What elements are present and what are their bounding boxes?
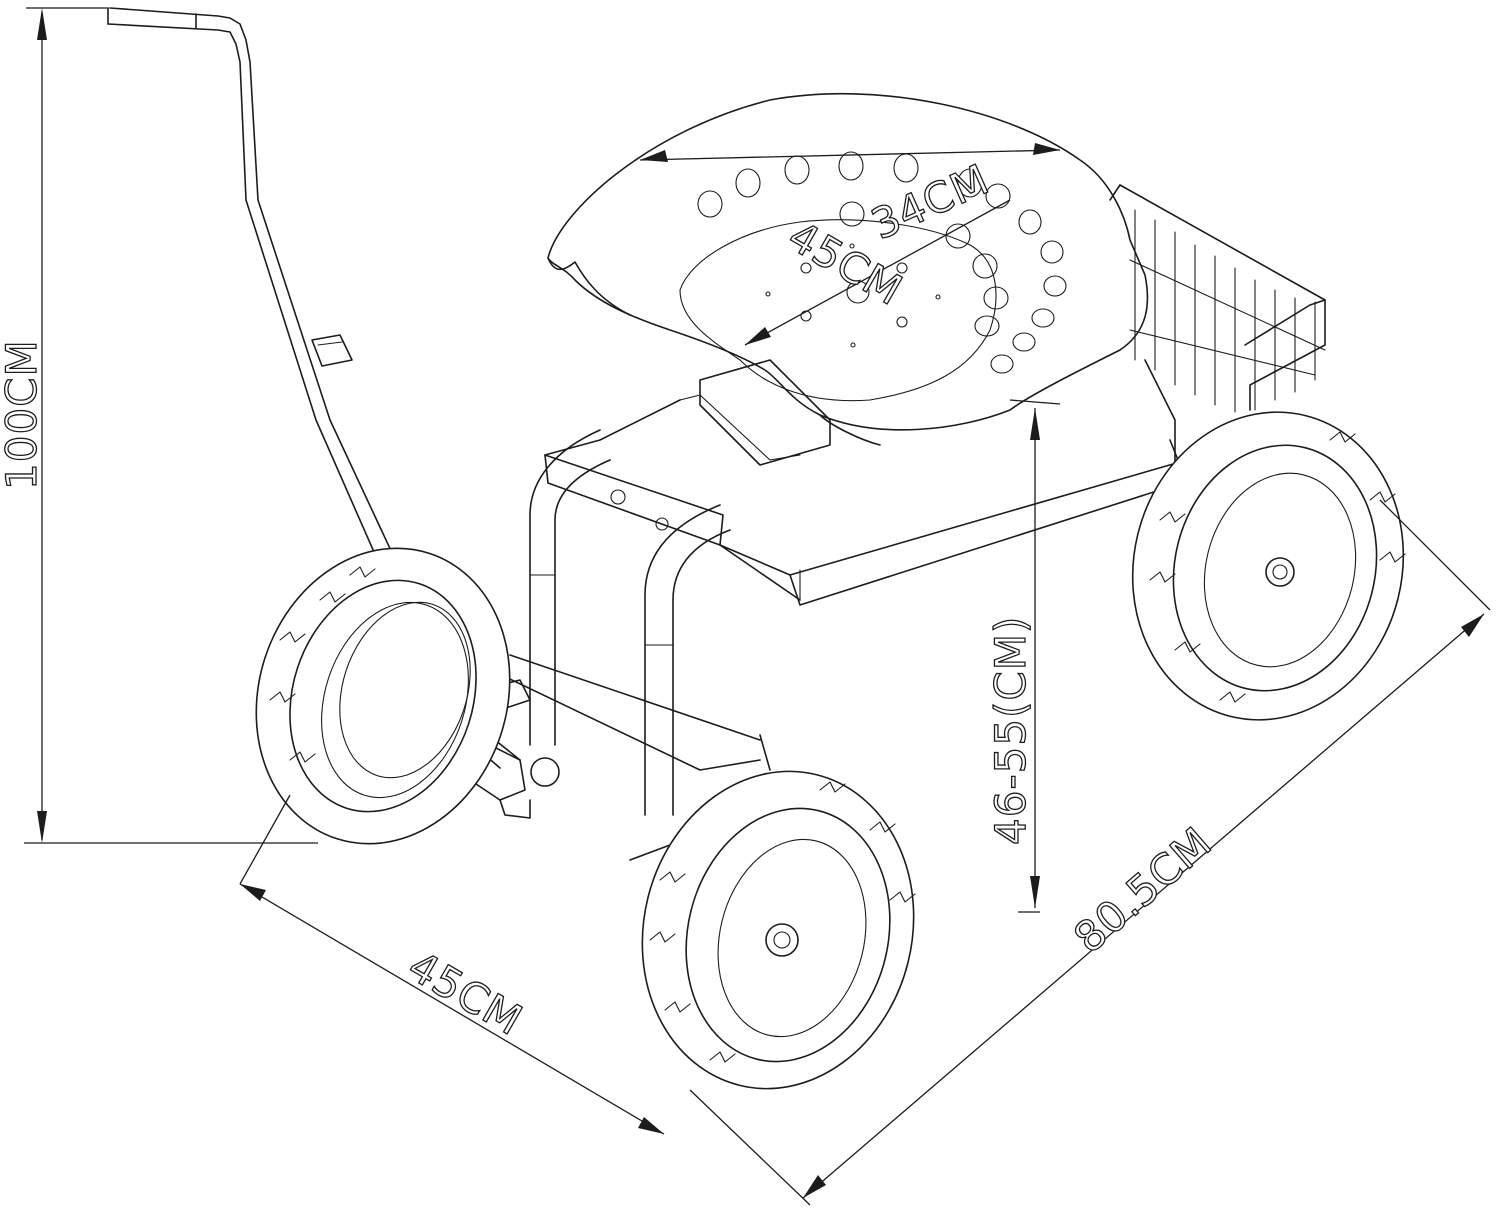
wire-basket (1109, 184, 1326, 413)
label-overall-length: 80.5CM (1064, 817, 1221, 962)
label-height-total: 100CM (0, 339, 46, 490)
wheel-back-left (255, 547, 511, 845)
label-seat-height: 46-55(CM) (986, 616, 1035, 845)
wheel-front (641, 770, 916, 1090)
frame-legs (419, 429, 771, 861)
label-wheelbase-width: 45CM (400, 941, 531, 1045)
wheel-back-right (1131, 411, 1406, 721)
dimension-lines (24, 7, 1491, 1206)
tractor-seat (547, 92, 1149, 446)
